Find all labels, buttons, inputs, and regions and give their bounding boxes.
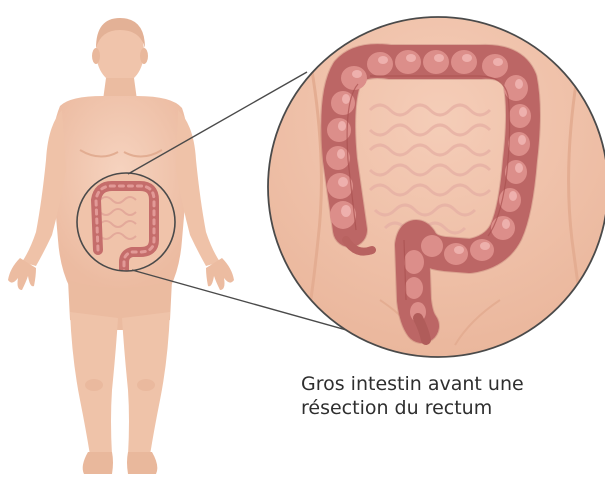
body-ear-right xyxy=(140,48,148,64)
body-ear-left xyxy=(92,48,100,64)
body-knee-right xyxy=(137,379,155,391)
caption-line-1: Gros intestin avant une xyxy=(301,372,601,396)
caption: Gros intestin avant une résection du rec… xyxy=(301,372,601,420)
caption-line-2: résection du rectum xyxy=(301,396,601,420)
body-knee-left xyxy=(85,379,103,391)
body-foot-left xyxy=(83,452,113,474)
body-foot-right xyxy=(127,452,157,474)
magnified-detail-icon xyxy=(260,10,605,370)
